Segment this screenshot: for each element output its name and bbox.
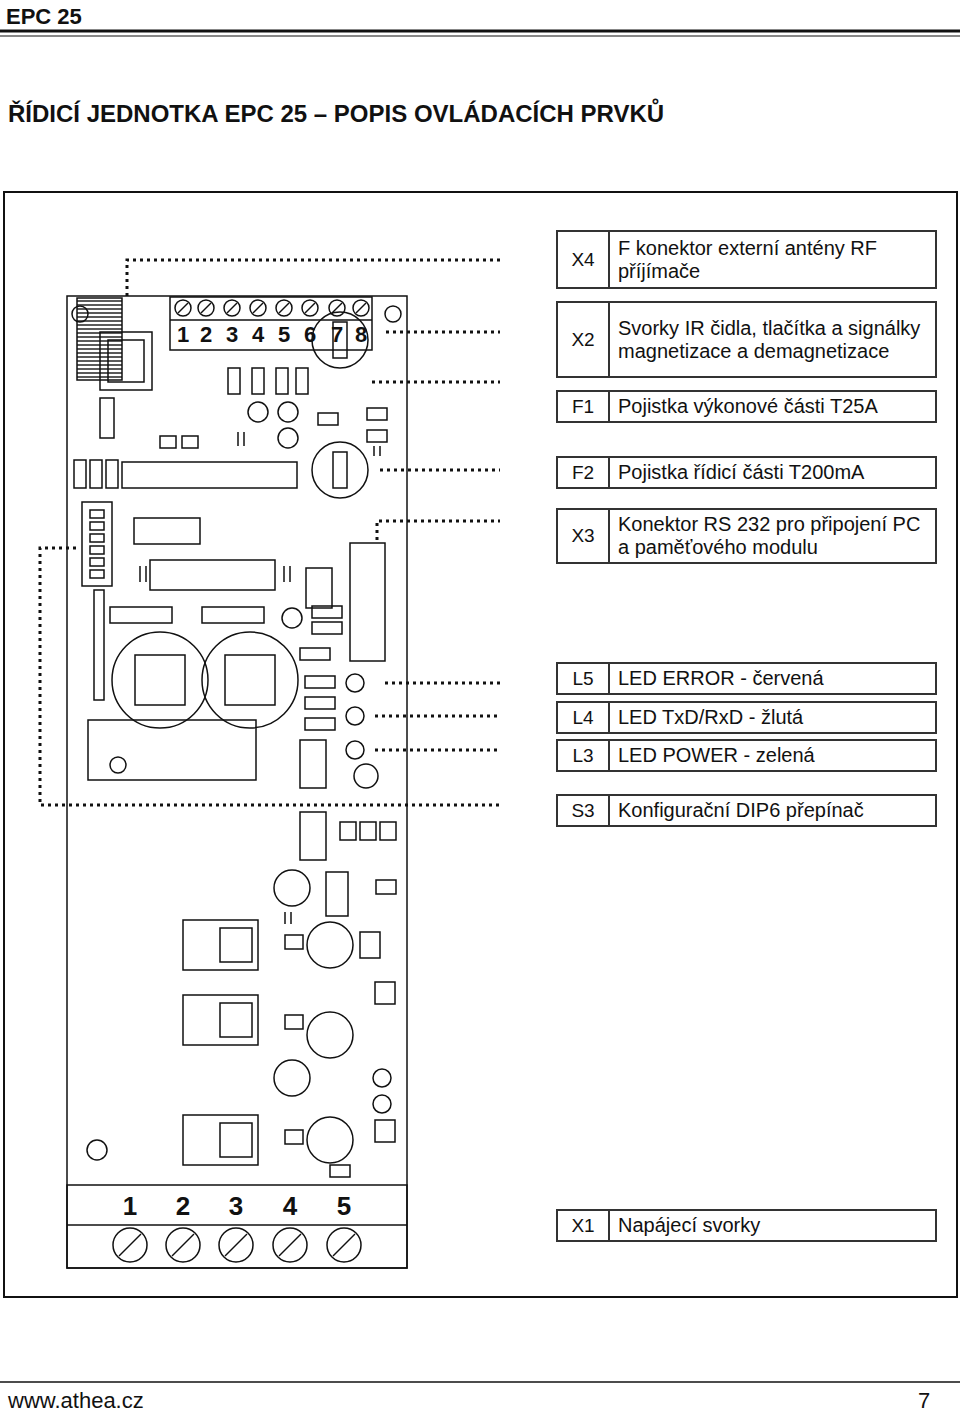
part-designator: S3 xyxy=(558,796,610,825)
terminal-screws xyxy=(175,300,369,316)
header-rule xyxy=(0,36,960,37)
regulator xyxy=(183,1115,258,1165)
callout-box: X4F konektor externí antény RF příjímače xyxy=(556,230,937,289)
part-description: Pojistka řídicí části T200mA xyxy=(610,458,935,487)
part-designator: F1 xyxy=(558,392,610,421)
terminal-number: 8 xyxy=(355,324,367,346)
page-title: ŘÍDICÍ JEDNOTKA EPC 25 – POPIS OVLÁDACÍC… xyxy=(8,100,664,128)
led-l3 xyxy=(346,741,364,759)
fuse-f1 xyxy=(312,312,368,368)
part-designator: F2 xyxy=(558,458,610,487)
terminal-number: 2 xyxy=(200,324,212,346)
fuse-f2 xyxy=(312,442,368,498)
part-description: Pojistka výkonové části T25A xyxy=(610,392,935,421)
terminal-number: 6 xyxy=(304,324,316,346)
terminal-screws xyxy=(113,1228,361,1262)
page-header: EPC 25 xyxy=(6,4,82,30)
callout-box: F1Pojistka výkonové části T25A xyxy=(556,390,937,423)
part-designator: L4 xyxy=(558,703,610,732)
footer-url: www.athea.cz xyxy=(8,1388,144,1414)
pcb-outline xyxy=(67,296,407,1268)
part-designator: L5 xyxy=(558,664,610,693)
pcb xyxy=(67,296,407,1268)
led-l4 xyxy=(346,707,364,725)
page-number: 7 xyxy=(918,1388,930,1414)
callout-box: X2Svorky IR čidla, tlačítka a signálky m… xyxy=(556,301,937,378)
frame xyxy=(4,192,957,1297)
regulator xyxy=(183,995,258,1045)
rs232-connector xyxy=(350,543,385,661)
callout-box: X3Konektor RS 232 pro připojení PC a pam… xyxy=(556,508,937,564)
callout-box: S3Konfigurační DIP6 přepínač xyxy=(556,794,937,827)
header-rule xyxy=(0,30,960,33)
part-description: LED TxD/RxD - žlutá xyxy=(610,703,935,732)
footer-rule xyxy=(0,1381,960,1383)
part-designator: X1 xyxy=(558,1211,610,1240)
terminal-number: 4 xyxy=(283,1193,297,1219)
dip-switch xyxy=(82,502,112,586)
callout-box: L5LED ERROR - červená xyxy=(556,662,937,695)
terminal-number: 2 xyxy=(176,1193,190,1219)
terminal-block xyxy=(67,1185,407,1268)
terminal-number: 1 xyxy=(177,324,189,346)
terminal-block xyxy=(170,297,372,350)
part-description: LED POWER - zelená xyxy=(610,741,935,770)
callout-box: X1Napájecí svorky xyxy=(556,1209,937,1242)
leader-lines xyxy=(40,260,500,805)
part-description: Svorky IR čidla, tlačítka a signálky mag… xyxy=(610,303,935,376)
terminal-number: 1 xyxy=(123,1193,137,1219)
part-description: F konektor externí antény RF příjímače xyxy=(610,232,935,287)
part-description: Konektor RS 232 pro připojení PC a paměť… xyxy=(610,510,935,562)
regulator xyxy=(183,920,258,970)
part-designator: X2 xyxy=(558,303,610,376)
terminal-number: 5 xyxy=(278,324,290,346)
part-description: Konfigurační DIP6 přepínač xyxy=(610,796,935,825)
part-designator: X3 xyxy=(558,510,610,562)
terminal-number: 4 xyxy=(252,324,264,346)
terminal-number: 3 xyxy=(226,324,238,346)
part-description: Napájecí svorky xyxy=(610,1211,935,1240)
part-description: LED ERROR - červená xyxy=(610,664,935,693)
callout-box: F2Pojistka řídicí části T200mA xyxy=(556,456,937,489)
terminal-number: 7 xyxy=(331,324,343,346)
terminal-number: 3 xyxy=(229,1193,243,1219)
part-designator: X4 xyxy=(558,232,610,287)
part-designator: L3 xyxy=(558,741,610,770)
callout-box: L3LED POWER - zelená xyxy=(556,739,937,772)
terminal-number: 5 xyxy=(337,1193,351,1219)
led-l5 xyxy=(346,674,364,692)
callout-box: L4LED TxD/RxD - žlutá xyxy=(556,701,937,734)
